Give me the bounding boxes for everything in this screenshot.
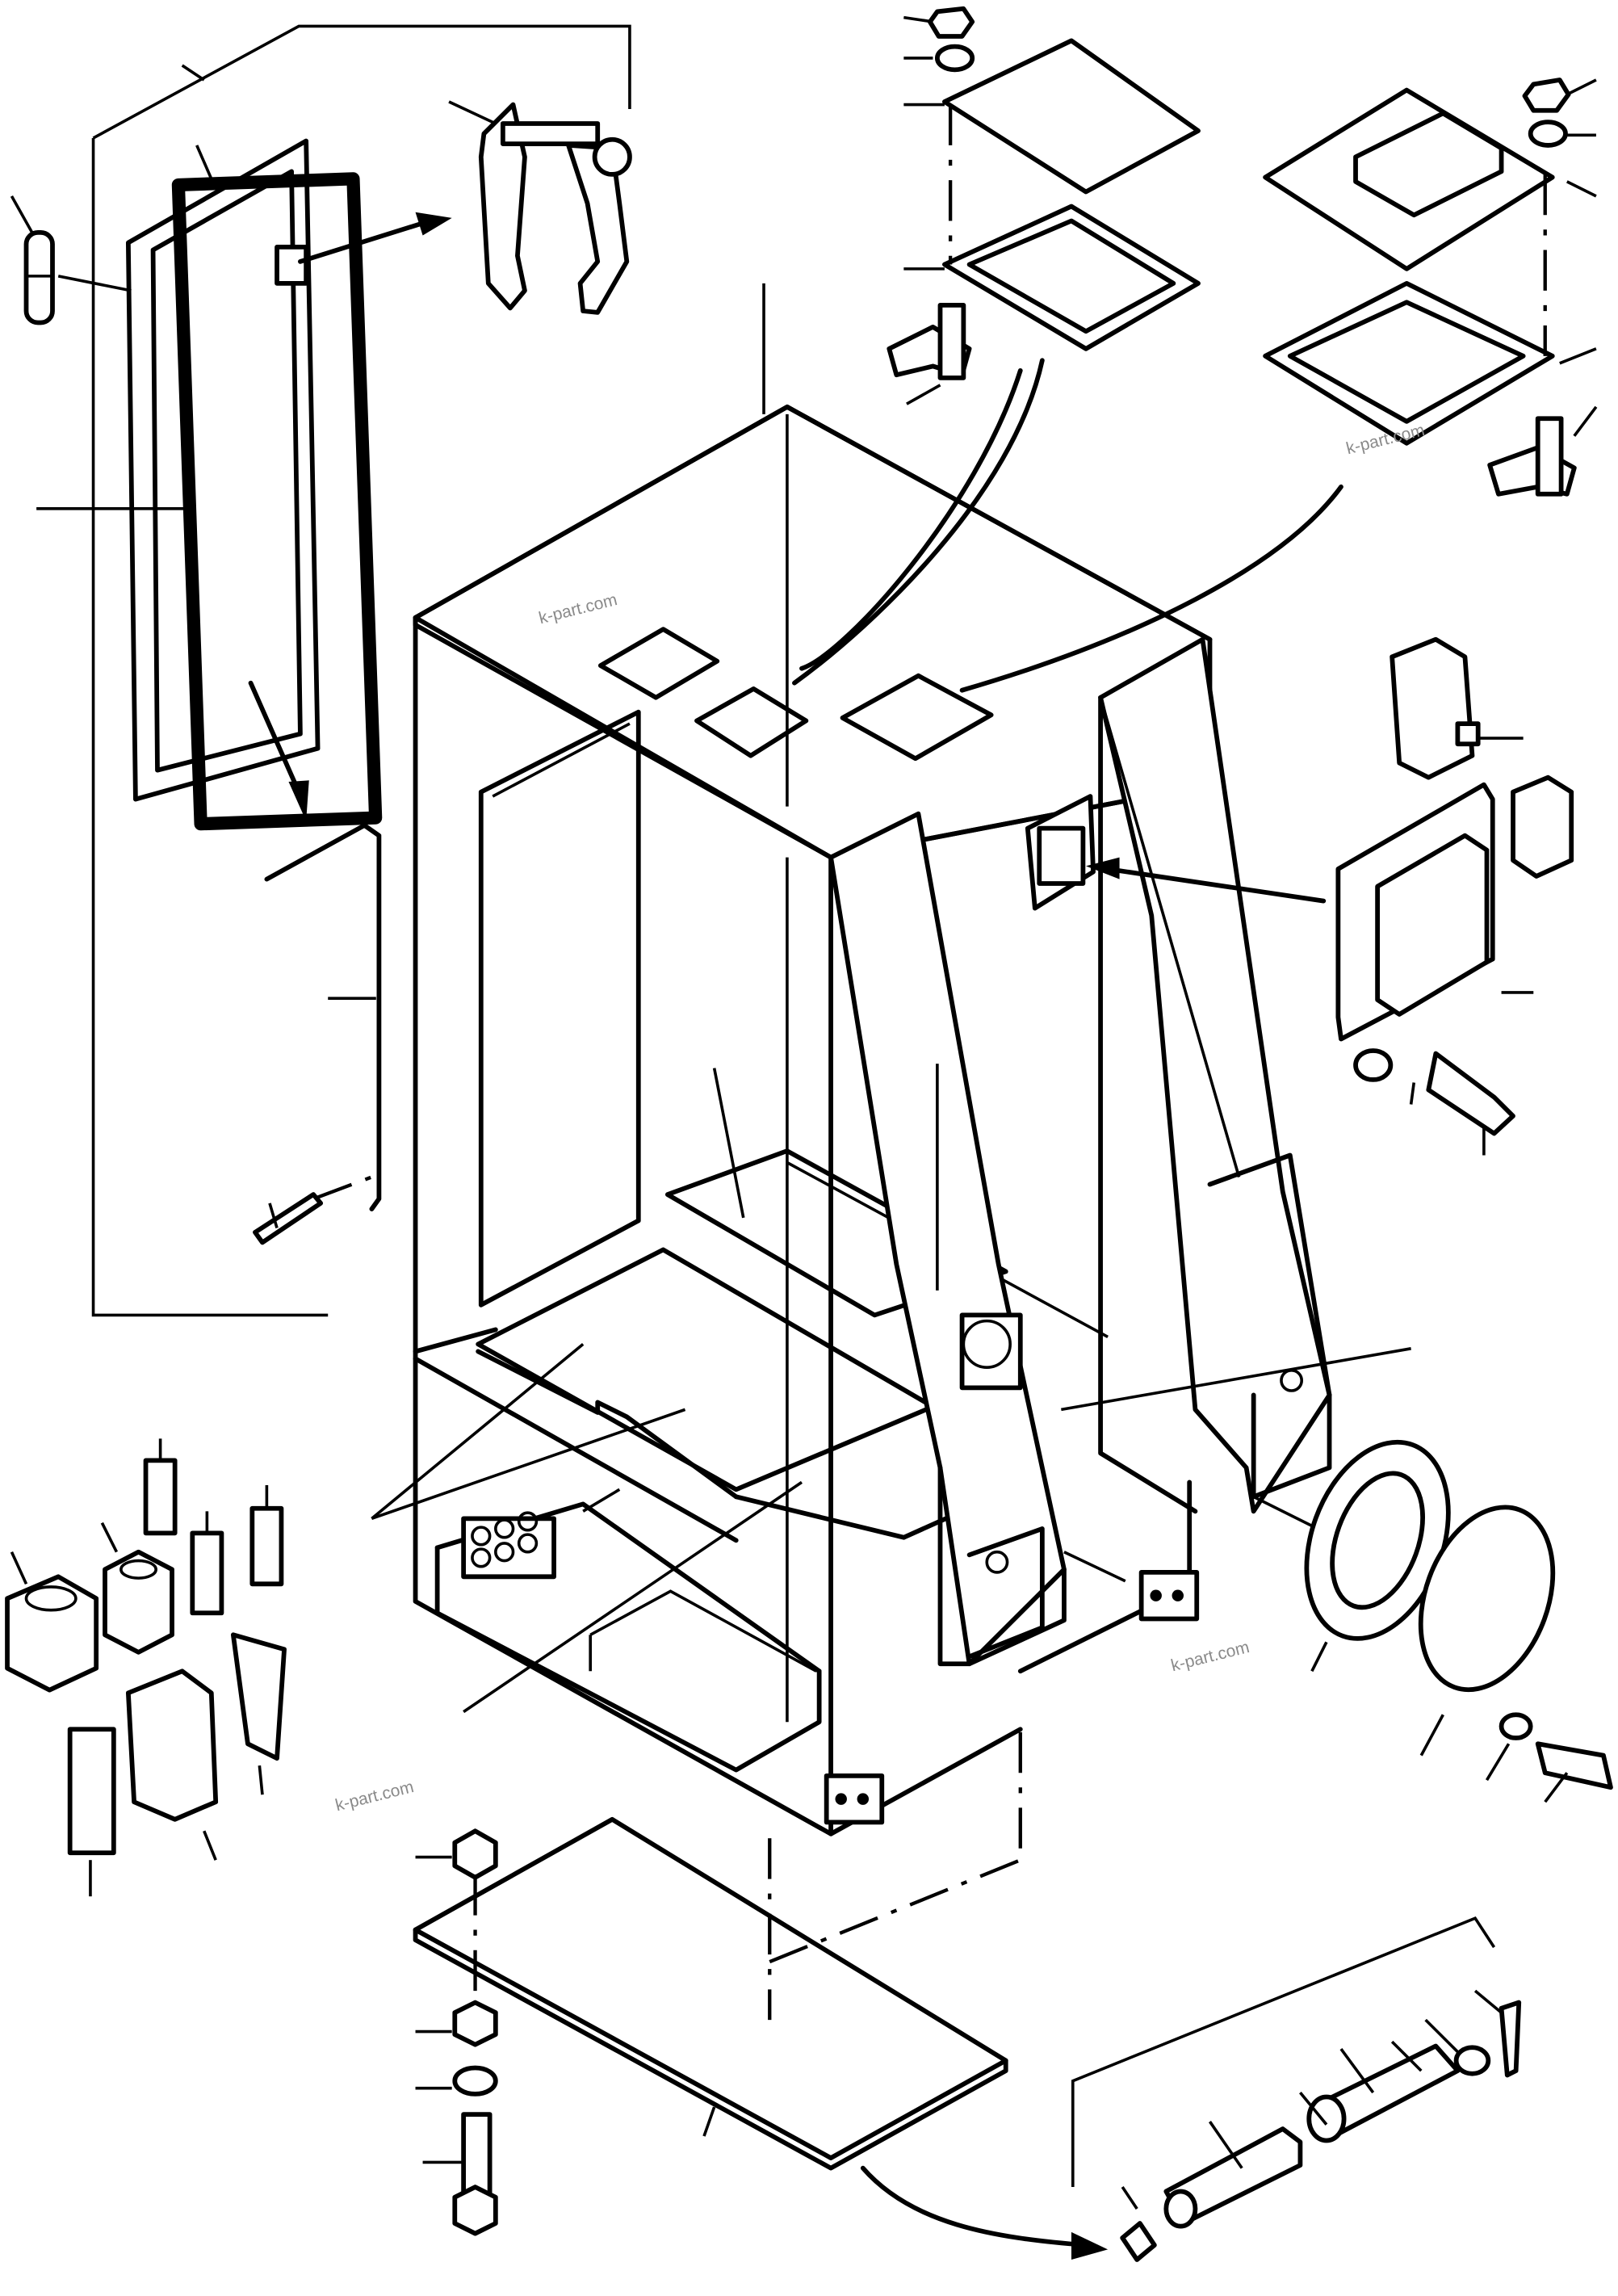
door-assembly (10, 24, 632, 1317)
top-hatch-center (792, 6, 1201, 686)
cabin-body (413, 283, 1332, 1836)
flange-cover (1252, 1439, 1613, 1803)
duct-adapter (1086, 636, 1574, 1156)
loose-parts-left (5, 1343, 803, 1897)
floor-plate (413, 1731, 1109, 2260)
hatch-nut (927, 6, 975, 73)
duct-port (1025, 794, 1096, 911)
cabin-leaders (712, 1064, 1411, 1583)
latch-rod (253, 823, 382, 1245)
battery-cells (461, 1511, 556, 1580)
pin-bushing (1071, 1916, 1522, 2262)
roof-openings (597, 627, 994, 762)
top-hatch-right (959, 78, 1598, 693)
hinge-pin (23, 230, 55, 325)
door-handle (478, 102, 632, 315)
right-console (828, 636, 1332, 1667)
